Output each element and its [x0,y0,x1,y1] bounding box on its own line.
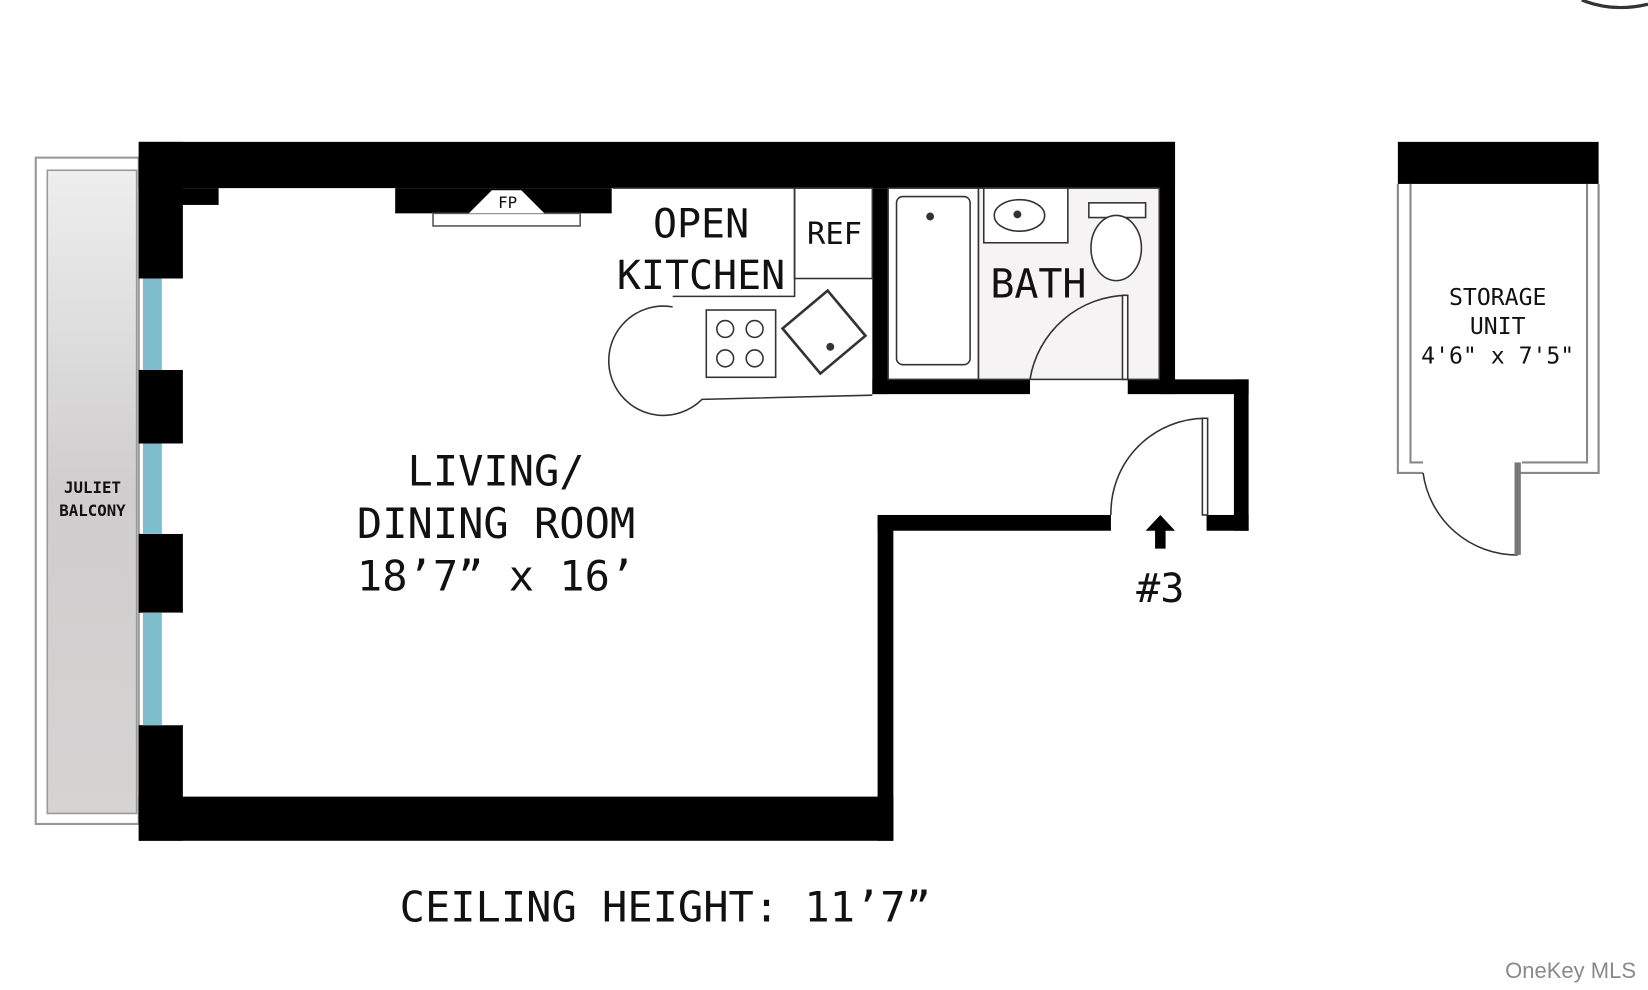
bath-label: BATH [990,261,1086,307]
entry-label: #3 [1136,566,1184,612]
watermark: OneKey MLS [1505,958,1636,983]
kitchen-label-2: KITCHEN [617,253,785,299]
balcony-label-2: BALCONY [59,501,126,520]
storage-dims: 4'6" x 7'5" [1421,344,1574,370]
compass-icon [1581,0,1648,10]
ref-label: REF [807,217,862,252]
living-dims: 18’7” x 16’ [357,552,635,601]
windows [142,278,181,726]
ceiling-height: CEILING HEIGHT: 11’7” [400,883,931,932]
juliet-balcony [34,156,140,825]
storage-label-2: UNIT [1470,314,1526,340]
walls [138,141,1249,841]
fireplace: FP [395,188,612,227]
kitchen-label-1: OPEN [653,202,749,248]
storage-label-1: STORAGE [1449,285,1546,311]
entry-door[interactable] [1110,417,1209,516]
living-label-2: DINING ROOM [357,499,635,548]
fireplace-label: FP [498,193,517,212]
living-label-1: LIVING/ [408,447,585,496]
bath: BATH [887,187,1161,381]
storage-unit: STORAGE UNIT 4'6" x 7'5" [1396,141,1600,556]
entry-arrow-icon [1145,514,1176,549]
balcony-label-1: JULIET [64,478,121,497]
kitchen: OPEN KITCHEN REF [607,187,874,417]
